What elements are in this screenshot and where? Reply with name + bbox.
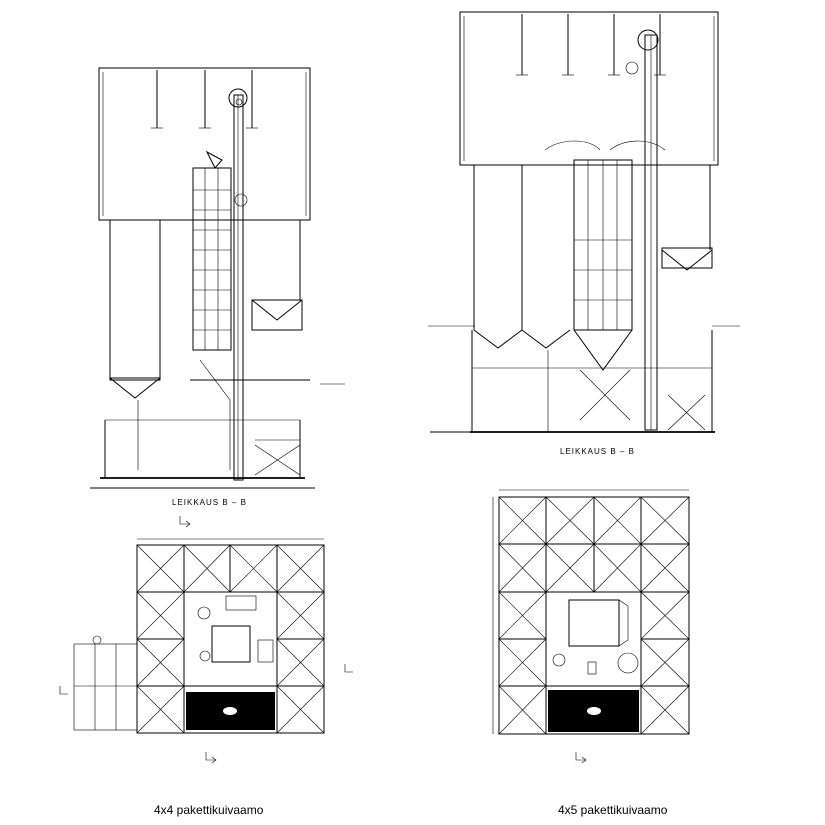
left-section-label: LEIKKAUS B – B: [172, 498, 247, 507]
left-floor-plan: [59, 538, 353, 764]
right-elevation-drawing: [428, 11, 740, 433]
left-plant-caption: 4x4 pakettikuivaamo: [154, 803, 264, 817]
right-plant-caption: 4x5 pakettikuivaamo: [558, 803, 668, 817]
left-elevation-drawing: [90, 67, 345, 528]
right-floor-plan: [492, 489, 690, 764]
right-section-label: LEIKKAUS B – B: [560, 447, 635, 456]
